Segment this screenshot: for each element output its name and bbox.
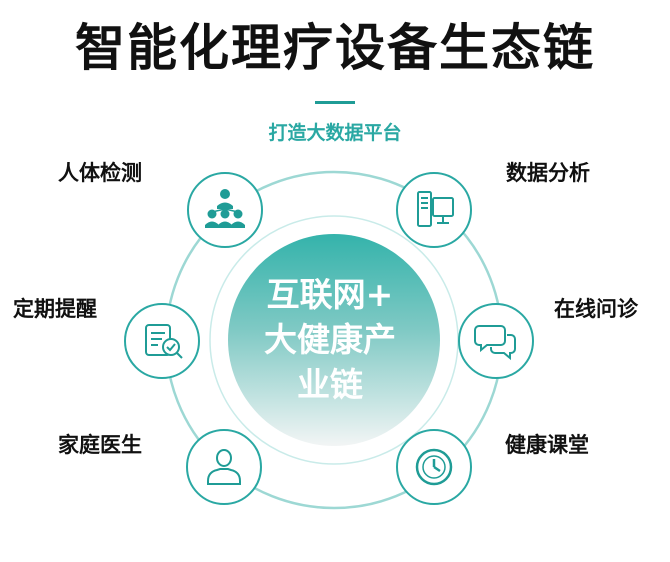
center-disk — [228, 234, 440, 446]
center-line-1: 互联网+ — [266, 275, 394, 314]
node-family-doctor — [186, 429, 262, 505]
node-button-data-analysis[interactable] — [397, 173, 471, 247]
node-data-analysis — [396, 172, 472, 248]
node-button-human-detection[interactable] — [188, 173, 262, 247]
node-button-online-consultation[interactable] — [459, 304, 533, 378]
inner-ring — [209, 215, 459, 465]
node-human-detection — [187, 172, 263, 248]
node-button-regular-reminder[interactable] — [125, 304, 199, 378]
clock-icon — [415, 448, 453, 486]
label-health-class: 健康课堂 — [505, 433, 589, 457]
node-button-family-doctor[interactable] — [187, 430, 261, 504]
label-regular-reminder: 定期提醒 — [13, 297, 97, 321]
node-online-consultation — [458, 303, 534, 379]
node-button-health-class[interactable] — [397, 430, 471, 504]
computer-icon — [417, 191, 454, 227]
center-line-3: 业链 — [297, 365, 363, 404]
label-human-detection: 人体检测 — [58, 161, 142, 185]
center-label: 互联网+ 大健康产 业链 — [230, 272, 430, 407]
label-family-doctor: 家庭医生 — [58, 433, 142, 457]
title-divider — [315, 101, 355, 104]
page-title: 智能化理疗设备生态链 — [75, 19, 595, 77]
user-icon — [207, 449, 241, 485]
page-subtitle: 打造大数据平台 — [268, 122, 402, 144]
label-online-consultation: 在线问诊 — [554, 297, 638, 321]
center-line-2: 大健康产 — [264, 320, 396, 359]
checklist-icon — [145, 324, 183, 359]
node-health-class — [396, 429, 472, 505]
node-regular-reminder — [124, 303, 200, 379]
chat-bubbles-icon — [474, 325, 516, 361]
label-data-analysis: 数据分析 — [506, 161, 590, 185]
